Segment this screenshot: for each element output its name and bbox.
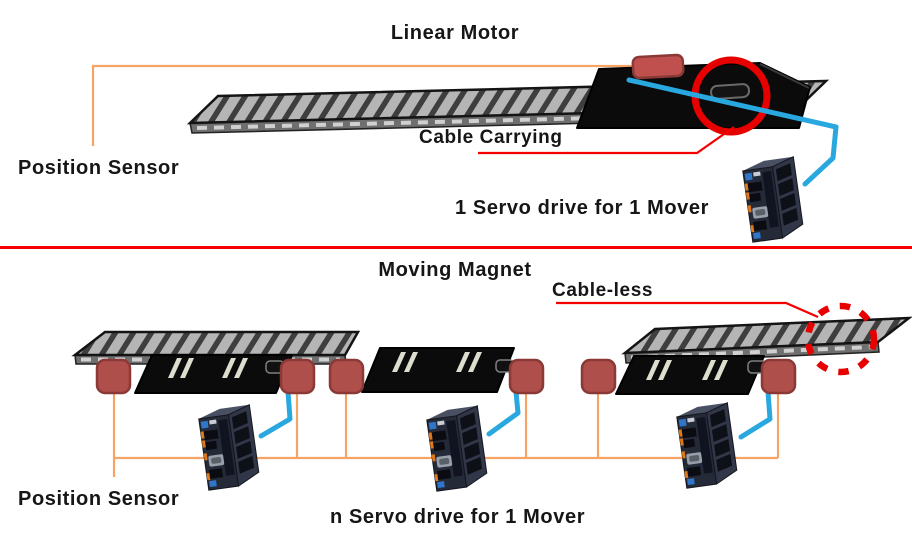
- position-sensor-5: [580, 358, 617, 395]
- position-sensor-leader-line-top: [91, 64, 642, 146]
- servo-drive-image-3: [675, 402, 739, 489]
- cable-carrying-label: Cable Carrying: [419, 127, 563, 148]
- position-sensor-3: [328, 358, 365, 395]
- moving-magnet-section: [71, 301, 912, 492]
- position-sensor-1: [95, 358, 132, 395]
- mover-2: [361, 347, 515, 393]
- cable-less-leader-line: [556, 301, 819, 319]
- mover-3: [615, 355, 767, 395]
- position-sensor-label-top: Position Sensor: [18, 157, 180, 179]
- servo-cable-top: [626, 77, 839, 187]
- servo-drive-image-1: [197, 404, 261, 491]
- servo-caption-top: 1 Servo drive for 1 Mover: [455, 197, 709, 219]
- position-sensor-6: [760, 358, 797, 395]
- cable-connector-stub: [710, 83, 751, 100]
- servo-drive-image-top: [741, 156, 805, 243]
- mover-sensor-head: [631, 53, 685, 80]
- servo-cables-bottom: [258, 389, 773, 440]
- linear-motor-section: [91, 53, 839, 243]
- section-divider: [0, 246, 912, 249]
- moving-magnet-title: Moving Magnet: [378, 259, 532, 281]
- servo-caption-bottom: n Servo drive for 1 Mover: [330, 506, 586, 528]
- cable-less-label: Cable-less: [552, 280, 654, 301]
- linear-motor-title: Linear Motor: [390, 22, 520, 44]
- position-sensor-2: [279, 358, 316, 395]
- cable-less-highlight-circle: [804, 302, 878, 376]
- position-sensors: [95, 358, 797, 395]
- position-sensor-label-bottom: Position Sensor: [18, 488, 180, 510]
- mover-1: [134, 354, 293, 394]
- servo-drive-image-2: [425, 405, 489, 492]
- cable-carrying-leader-line: [478, 126, 735, 155]
- position-sensor-4: [508, 358, 545, 395]
